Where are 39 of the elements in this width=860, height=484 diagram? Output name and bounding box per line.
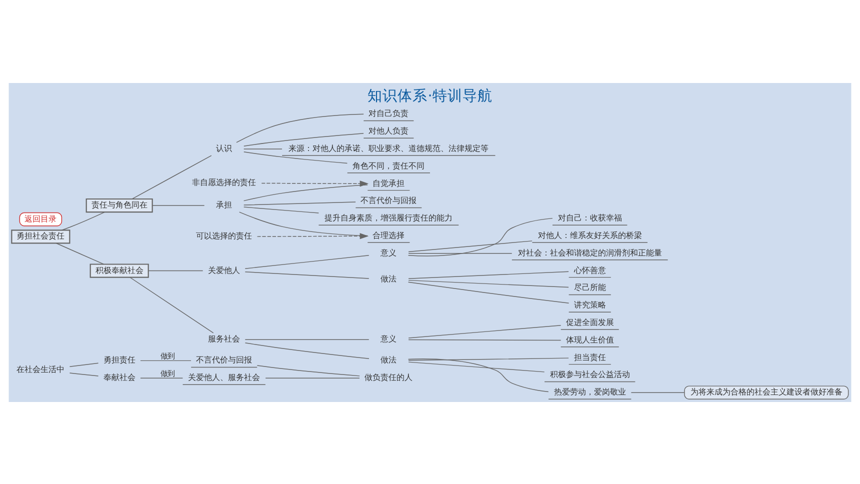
connector bbox=[243, 184, 368, 201]
connector bbox=[140, 360, 192, 361]
diagram-title: 知识体系·特训导航 bbox=[368, 88, 492, 104]
connector bbox=[69, 362, 99, 366]
connector bbox=[236, 113, 364, 142]
connector bbox=[244, 342, 370, 359]
connector bbox=[256, 364, 360, 376]
arrow bbox=[261, 180, 369, 186]
connector bbox=[152, 204, 205, 206]
connector bbox=[244, 338, 370, 340]
connector bbox=[140, 377, 184, 378]
connector bbox=[244, 151, 348, 164]
connector bbox=[244, 132, 364, 146]
connector bbox=[408, 324, 562, 338]
connector bbox=[130, 276, 214, 333]
connector bbox=[244, 148, 282, 149]
edge-label: 做到 bbox=[160, 368, 175, 378]
connector bbox=[408, 281, 570, 304]
connector bbox=[244, 271, 370, 278]
connector bbox=[56, 242, 104, 264]
connector bbox=[408, 240, 532, 252]
connector bbox=[132, 154, 212, 199]
connector bbox=[244, 206, 320, 213]
edge-label: 做到 bbox=[160, 351, 175, 360]
connector bbox=[408, 217, 553, 256]
connector bbox=[265, 377, 360, 378]
connector bbox=[244, 201, 356, 205]
connector bbox=[244, 254, 370, 268]
connector bbox=[408, 357, 569, 360]
connector bbox=[408, 270, 569, 278]
connector bbox=[408, 279, 569, 288]
connector bbox=[148, 270, 204, 271]
connector bbox=[408, 361, 545, 372]
connector bbox=[69, 372, 99, 376]
connector bbox=[408, 252, 512, 254]
connector bbox=[408, 358, 549, 392]
connector bbox=[408, 338, 562, 340]
arrow bbox=[256, 232, 369, 239]
connector bbox=[62, 211, 106, 230]
